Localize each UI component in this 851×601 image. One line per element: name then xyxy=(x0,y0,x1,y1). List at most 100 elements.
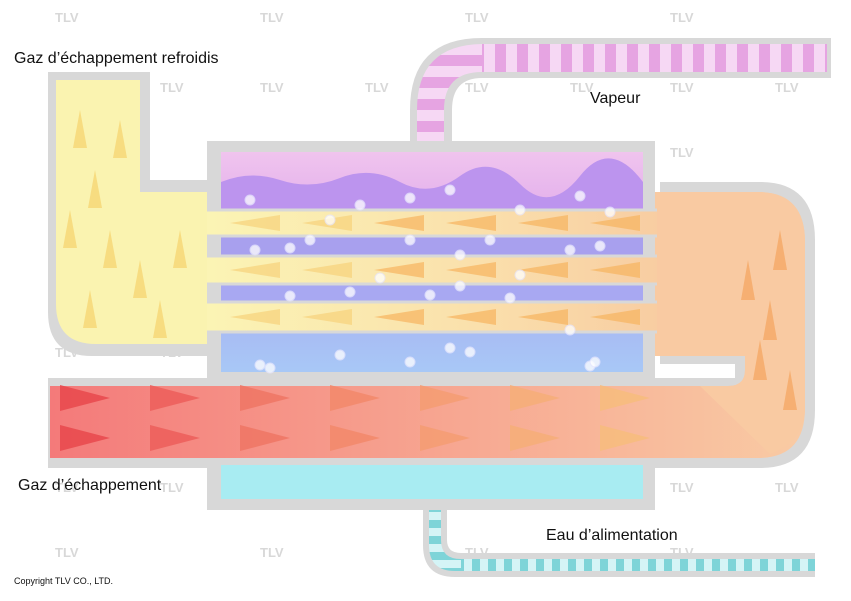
watermark-text: TLV xyxy=(260,545,284,560)
watermark-text: TLV xyxy=(260,80,284,95)
boiler-drum xyxy=(207,141,657,381)
flow-arrow xyxy=(230,262,280,278)
bubble xyxy=(464,346,476,358)
feed-water-label: Eau d’alimentation xyxy=(546,527,678,544)
watermark-text: TLV xyxy=(365,80,389,95)
flow-arrow xyxy=(150,385,200,411)
flow-arrow xyxy=(518,215,568,231)
bubble xyxy=(324,214,336,226)
flow-arrow xyxy=(374,309,424,325)
copyright-notice: Copyright TLV CO., LTD. xyxy=(14,576,114,586)
flow-arrow xyxy=(88,170,102,208)
watermark-text: TLV xyxy=(55,545,79,560)
flow-arrow xyxy=(133,260,147,298)
cooled-exhaust-gas-label: Gaz d’échappement refroidis xyxy=(14,50,219,67)
bubble xyxy=(249,244,261,256)
watermark-text: TLV xyxy=(775,480,799,495)
bubble xyxy=(589,356,601,368)
flow-arrow xyxy=(302,262,352,278)
flow-arrow xyxy=(510,385,560,411)
feed-water-pipe xyxy=(423,496,815,577)
bubble xyxy=(444,184,456,196)
flow-arrow xyxy=(600,425,650,451)
bubble xyxy=(574,190,586,202)
flow-arrow xyxy=(446,262,496,278)
flow-arrow xyxy=(741,260,755,300)
bubble xyxy=(374,272,386,284)
watermark-text: TLV xyxy=(160,80,184,95)
bubble xyxy=(264,362,276,374)
bubble xyxy=(444,342,456,354)
watermark-text: TLV xyxy=(670,480,694,495)
flow-arrow xyxy=(240,425,290,451)
flow-arrow xyxy=(103,230,117,268)
steam-outlet-pipe xyxy=(410,38,831,158)
flow-arrow xyxy=(783,370,797,410)
flow-arrow xyxy=(590,262,640,278)
flow-arrow xyxy=(446,309,496,325)
bubble xyxy=(334,349,346,361)
bubble xyxy=(594,240,606,252)
flow-arrow xyxy=(763,300,777,340)
flow-arrow xyxy=(153,300,167,338)
watermark-text: TLV xyxy=(260,10,284,25)
bubble xyxy=(514,269,526,281)
bubble xyxy=(404,356,416,368)
flow-arrow xyxy=(60,425,110,451)
flow-arrow xyxy=(600,385,650,411)
flow-arrow xyxy=(446,215,496,231)
watermark-text: TLV xyxy=(465,80,489,95)
flow-arrow xyxy=(230,215,280,231)
watermark-text: TLV xyxy=(670,145,694,160)
flow-arrow xyxy=(590,309,640,325)
flow-arrow xyxy=(63,210,77,248)
watermark-text: TLV xyxy=(465,10,489,25)
watermark-text: TLV xyxy=(670,80,694,95)
flow-arrow xyxy=(773,230,787,270)
bubble xyxy=(254,359,266,371)
bubble xyxy=(284,242,296,254)
bubble xyxy=(514,204,526,216)
bubble xyxy=(404,234,416,246)
flow-arrow xyxy=(374,262,424,278)
watermark-text: TLV xyxy=(670,10,694,25)
flow-arrow xyxy=(60,385,110,411)
watermark-text: TLV xyxy=(160,480,184,495)
flow-arrow xyxy=(518,262,568,278)
flow-arrow xyxy=(753,340,767,380)
flow-arrow xyxy=(374,215,424,231)
steam-bubbles xyxy=(244,184,616,374)
flow-arrow xyxy=(420,425,470,451)
flow-arrow xyxy=(330,425,380,451)
flow-arrow xyxy=(330,385,380,411)
bubble xyxy=(404,192,416,204)
flow-arrow xyxy=(420,385,470,411)
feed-water-tank xyxy=(207,458,655,510)
flow-arrow xyxy=(113,120,127,158)
flow-arrow xyxy=(510,425,560,451)
bubble xyxy=(354,199,366,211)
bubble xyxy=(454,280,466,292)
watermark-text: TLV xyxy=(570,80,594,95)
exhaust-gas-label: Gaz d’échappement xyxy=(18,477,162,494)
bubble xyxy=(284,290,296,302)
bubble xyxy=(454,249,466,261)
watermark-text: TLV xyxy=(775,80,799,95)
flow-arrow xyxy=(240,385,290,411)
flow-arrow xyxy=(590,215,640,231)
flow-arrow xyxy=(302,309,352,325)
bubble xyxy=(304,234,316,246)
flow-arrow xyxy=(73,110,87,148)
flow-arrow xyxy=(518,309,568,325)
flow-arrow xyxy=(173,230,187,268)
bubble xyxy=(504,292,516,304)
flow-arrow xyxy=(150,425,200,451)
bubble xyxy=(244,194,256,206)
bubble xyxy=(484,234,496,246)
flow-arrow xyxy=(83,290,97,328)
watermark-text: TLV xyxy=(55,10,79,25)
flow-arrow xyxy=(230,309,280,325)
steam-label: Vapeur xyxy=(590,90,641,107)
